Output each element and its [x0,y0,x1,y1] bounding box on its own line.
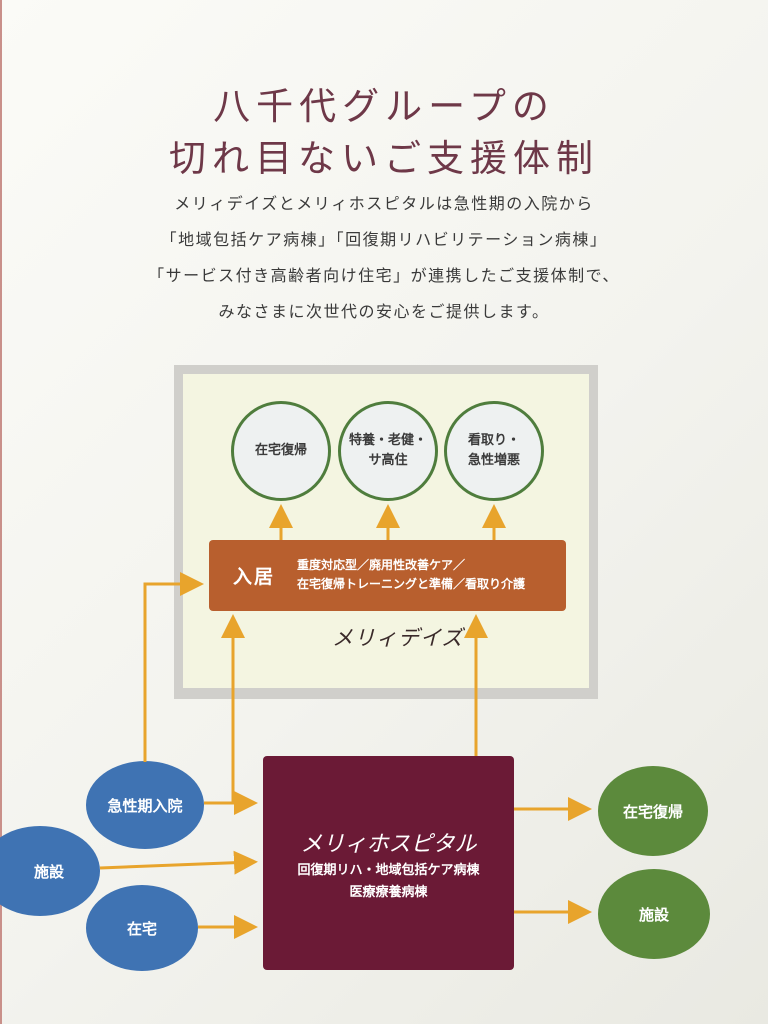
hospital-box: メリィホスピタル 回復期リハ・地域包括ケア病棟 医療療養病棟 [263,756,514,970]
destination-label: 施設 [638,905,669,924]
title-line-2: 切れ目ないご支援体制 [169,137,599,180]
arrow-acute-to-nyukyo [143,572,204,762]
destination-label: 在宅復帰 [622,802,683,821]
source-label: 急性期入院 [107,796,183,815]
hospital-logo: メリィホスピタル [300,832,477,857]
description-line-1: メリィデイズとメリィホスピタルは急性期の入院から [174,194,594,213]
outcome-home-return: 在宅復帰 [231,401,331,501]
nyukyo-desc-line-2: 在宅復帰トレーニングと準備／看取り介護 [297,577,526,592]
destination-home-return: 在宅復帰 [598,766,708,856]
nyukyo-description: 重度対応型／廃用性改善ケア／ 在宅復帰トレーニングと準備／看取り介護 [297,556,525,594]
hospital-dept-line-1: 回復期リハ・地域包括ケア病棟 [297,863,480,878]
description-line-3: 「サービス付き高齢者向け住宅」が連携したご支援体制で、 [148,266,620,285]
arrow-facility-to-hospital [99,850,258,875]
description-line-4: みなさまに次世代の安心をご提供します。 [218,302,550,321]
hospital-dept-line-2: 医療療養病棟 [349,885,428,900]
source-facility: 施設 [0,826,100,916]
outcome-label: 看取り・ [467,432,520,448]
source-label: 在宅 [126,919,157,938]
outcome-label: 特養・老健・ [348,432,427,448]
outcome-end-of-life: 看取り・ 急性増悪 [444,401,544,501]
source-home: 在宅 [86,885,198,971]
outcome-label: 在宅復帰 [254,442,307,458]
outcome-facility: 特養・老健・ サ高住 [338,401,438,501]
description-line-2: 「地域包括ケア病棟」「回復期リハビリテーション病棟」 [160,230,608,249]
nyukyo-label: 入居 [233,566,276,588]
outcome-label: 急性増悪 [467,453,520,468]
arrow-acute-branch-to-nyukyo [221,614,245,805]
nyukyo-box: 入居 重度対応型／廃用性改善ケア／ 在宅復帰トレーニングと準備／看取り介護 [209,540,566,611]
source-acute-admission: 急性期入院 [86,761,204,849]
source-label: 施設 [33,862,64,881]
nyukyo-desc-line-1: 重度対応型／廃用性改善ケア／ [297,558,466,572]
outcome-label: サ高住 [368,453,408,468]
title-line-1: 八千代グループの [213,85,555,128]
destination-facility: 施設 [598,869,710,959]
page-edge-line [0,0,2,1024]
meridays-logo: メリィデイズ [332,626,464,650]
